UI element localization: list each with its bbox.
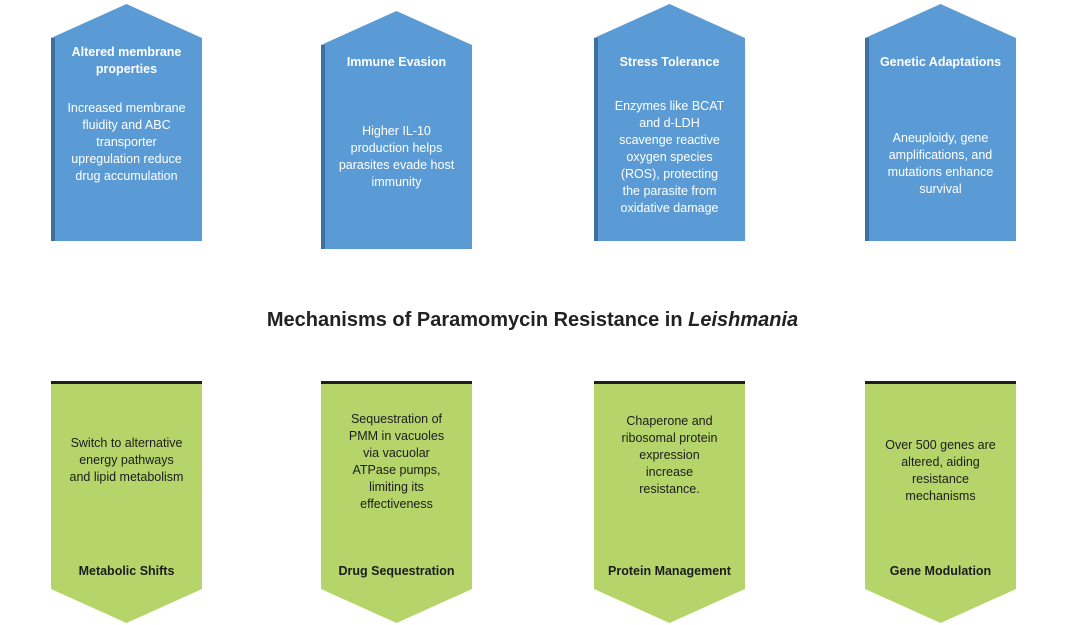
- bottom-card-1: Switch to alternative energy pathways an…: [51, 381, 202, 623]
- top-card-1-text: Increased membrane fluidity and ABC tran…: [67, 101, 186, 183]
- bottom-card-2-title: Drug Sequestration: [338, 564, 455, 578]
- bottom-card-3: Chaperone and ribosomal protein expressi…: [594, 381, 745, 623]
- bottom-card-1-shape: [51, 381, 202, 623]
- bottom-card-2-shape: [321, 381, 472, 623]
- top-card-2-shape: [321, 11, 472, 249]
- bottom-card-3-title: Protein Management: [608, 564, 731, 578]
- diagram-title: Mechanisms of Paramomycin Resistance in …: [0, 309, 1065, 332]
- bottom-card-3-text: Chaperone and ribosomal protein expressi…: [621, 414, 718, 496]
- top-card-3-text: Enzymes like BCAT and d-LDH scavenge rea…: [614, 99, 725, 215]
- bottom-card-1-title: Metabolic Shifts: [78, 564, 175, 578]
- bottom-card-2-text: Sequestration of PMM in vacuoles via vac…: [348, 412, 445, 511]
- top-card-3-shape: [594, 4, 745, 241]
- top-card-2-text: Higher IL-10 production helps parasites …: [338, 124, 455, 189]
- bottom-card-4-text: Over 500 genes are altered, aiding resis…: [885, 438, 996, 503]
- bottom-card-4-title: Gene Modulation: [889, 564, 992, 578]
- top-card-3-title: Stress Tolerance: [619, 55, 720, 69]
- top-card-4-shape: [865, 4, 1016, 241]
- top-card-2-title: Immune Evasion: [346, 55, 447, 69]
- top-card-4-text: Aneuploidy, gene amplifications, and mut…: [887, 131, 994, 196]
- bottom-card-3-shape: [594, 381, 745, 623]
- top-card-1-shape: [51, 4, 202, 241]
- top-card-3: Stress Tolerance Enzymes like BCAT and d…: [594, 4, 745, 241]
- diagram-title-text: Mechanisms of Paramomycin Resistance in: [266, 309, 683, 331]
- top-card-2: Immune Evasion Higher IL-10 production h…: [321, 11, 472, 249]
- top-card-4: Genetic Adaptations Aneuploidy, gene amp…: [865, 4, 1016, 241]
- bottom-card-4-shape: [865, 381, 1016, 623]
- bottom-card-4: Over 500 genes are altered, aiding resis…: [865, 381, 1016, 623]
- bottom-card-1-text: Switch to alternative energy pathways an…: [69, 436, 184, 484]
- top-card-1-title: Altered membrane properties: [71, 45, 182, 76]
- diagram-title-italic: Leishmania: [688, 309, 799, 331]
- top-card-4-title: Genetic Adaptations: [879, 55, 1002, 69]
- top-card-1: Altered membrane properties Increased me…: [51, 4, 202, 241]
- bottom-card-2: Sequestration of PMM in vacuoles via vac…: [321, 381, 472, 623]
